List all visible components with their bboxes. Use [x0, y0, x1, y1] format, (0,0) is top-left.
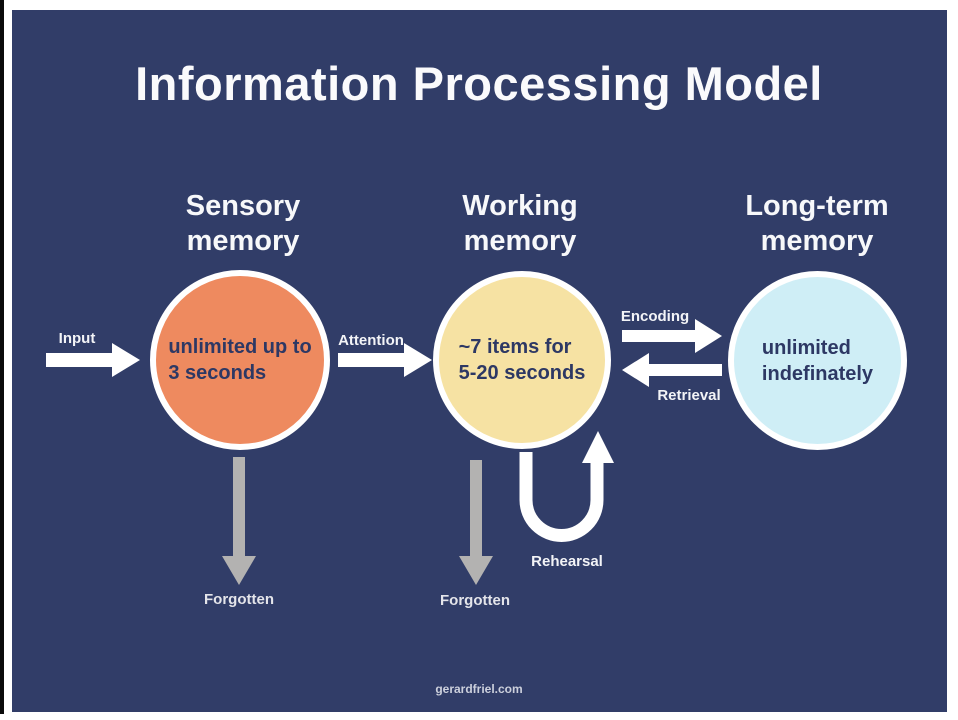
caption-line: 3 seconds — [168, 362, 267, 384]
sensory-memory-circle: unlimited up to 3 seconds — [150, 270, 330, 450]
attention-label: Attention — [338, 332, 404, 349]
stage-heading-longterm: Long-term memory — [703, 189, 931, 259]
caption-line: indefinately — [761, 362, 874, 385]
encoding-label: Encoding — [620, 308, 690, 325]
encoding-arrow — [622, 319, 722, 353]
rehearsal-arrowhead — [582, 431, 614, 463]
attention-arrow — [338, 343, 432, 377]
stage-heading-line: memory — [463, 225, 577, 257]
forgotten-label-working: Forgotten — [440, 592, 510, 609]
stage-heading-line: Long-term — [745, 190, 889, 222]
rehearsal-label: Rehearsal — [531, 553, 603, 570]
working-memory-circle: ~7 items for 5-20 seconds — [433, 271, 611, 449]
caption-line: unlimited — [761, 336, 851, 359]
rehearsal-loop-arrow — [519, 452, 604, 542]
circle-caption-sensory: unlimited up to 3 seconds — [168, 334, 311, 386]
stage-heading-working: Working memory — [410, 189, 630, 259]
forgotten-arrow-working — [459, 460, 493, 585]
caption-line: ~7 items for — [458, 336, 572, 358]
retrieval-arrow — [622, 353, 722, 387]
caption-line: 5-20 seconds — [458, 362, 586, 384]
circle-caption-longterm: unlimited indefinately — [762, 335, 873, 387]
stage-heading-line: memory — [760, 225, 874, 257]
stage-heading-sensory: Sensory memory — [133, 189, 353, 259]
input-label: Input — [58, 330, 96, 347]
page-title: Information Processing Model — [135, 57, 823, 110]
stage-heading-line: memory — [186, 225, 300, 257]
stage-heading-line: Working — [462, 190, 578, 222]
long-term-memory-circle: unlimited indefinately — [728, 271, 907, 450]
caption-line: unlimited up to — [168, 336, 312, 358]
footer-watermark: gerardfriel.com — [435, 682, 523, 696]
retrieval-label: Retrieval — [657, 387, 721, 404]
circle-caption-working: ~7 items for 5-20 seconds — [459, 334, 586, 386]
stage-heading-line: Sensory — [185, 190, 301, 222]
screen-edge — [0, 0, 4, 714]
forgotten-label-sensory: Forgotten — [204, 591, 274, 608]
forgotten-arrow-sensory — [222, 457, 256, 585]
input-arrow — [46, 343, 140, 377]
